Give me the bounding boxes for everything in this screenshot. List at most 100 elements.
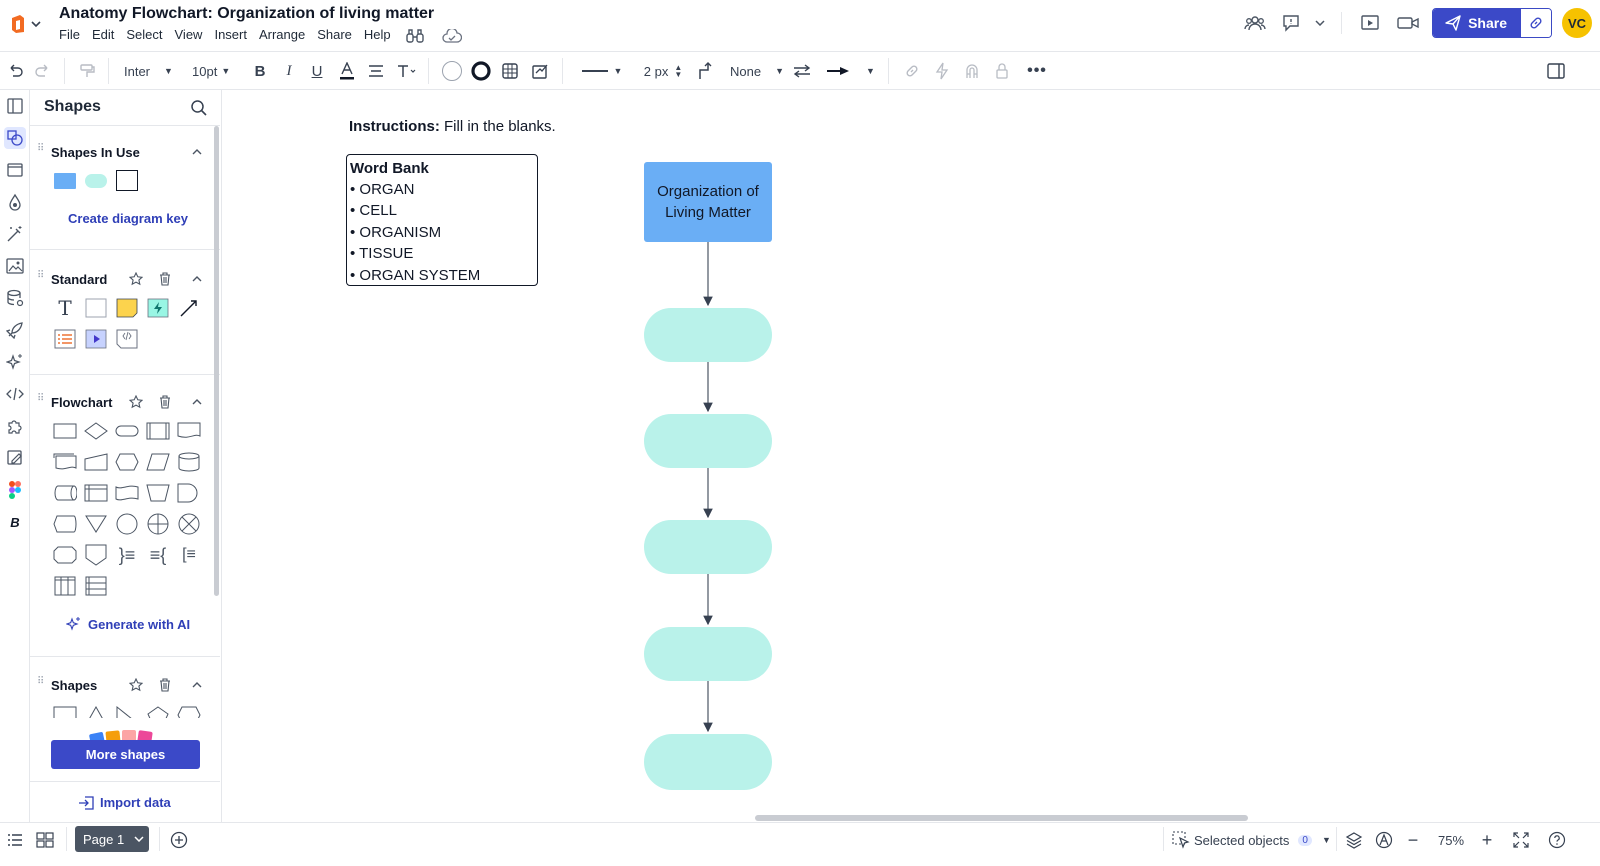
shape-white-rect[interactable] (116, 170, 138, 191)
rectangle-shape-icon[interactable] (83, 296, 109, 320)
generate-with-ai-button[interactable]: Generate with AI (66, 616, 190, 632)
brand-b-icon[interactable]: B (10, 514, 20, 530)
manual-input-shape-icon[interactable] (83, 450, 109, 474)
bold-icon[interactable]: B (254, 62, 266, 80)
menu-help[interactable]: Help (363, 27, 391, 42)
action-icon[interactable] (932, 59, 952, 83)
root-process-box[interactable]: Organization of Living Matter (644, 162, 772, 242)
connector-shape-icon[interactable] (114, 512, 140, 536)
selected-objects-control[interactable]: Selected objects 0 ▼ (1172, 829, 1332, 851)
data-shape-icon[interactable] (145, 450, 171, 474)
line-style-select[interactable]: ▼ (580, 59, 624, 83)
shape-blue-rect[interactable] (54, 173, 76, 189)
or-shape-icon[interactable] (145, 512, 171, 536)
star-icon[interactable] (128, 677, 144, 693)
accessibility-icon[interactable] (1373, 829, 1395, 851)
share-button[interactable]: Share (1433, 9, 1521, 37)
shape-teal-pill[interactable] (85, 174, 107, 188)
rocket-icon[interactable] (4, 319, 26, 341)
drag-handle-icon[interactable]: ⠿ (37, 143, 45, 154)
star-icon[interactable] (128, 271, 144, 287)
blank-terminator-1[interactable] (644, 308, 772, 362)
help-icon[interactable] (1546, 829, 1568, 851)
text-shape-icon[interactable]: T (58, 296, 72, 320)
zoom-level[interactable]: 75% (1437, 832, 1465, 848)
internal-storage-shape-icon[interactable] (83, 481, 109, 505)
line-end-select[interactable]: ▼ (826, 59, 876, 83)
summing-junction-shape-icon[interactable] (176, 512, 202, 536)
menu-arrange[interactable]: Arrange (258, 27, 306, 42)
swimlane-horizontal-icon[interactable] (83, 574, 109, 598)
lock-icon[interactable] (992, 59, 1012, 83)
underline-icon[interactable]: U (311, 62, 323, 80)
blank-terminator-5[interactable] (644, 734, 772, 790)
copy-link-button[interactable] (1521, 9, 1551, 37)
menu-edit[interactable]: Edit (91, 27, 115, 42)
chevron-up-icon[interactable] (189, 271, 205, 287)
more-shapes-button[interactable]: More shapes (51, 740, 200, 769)
swap-arrows-icon[interactable] (792, 59, 812, 83)
process-shape-icon[interactable] (52, 419, 78, 443)
chevron-up-icon[interactable] (189, 394, 205, 410)
section-flowchart[interactable]: ⠿ Flowchart (30, 393, 220, 413)
trash-icon[interactable] (157, 677, 173, 693)
database-icon[interactable] (4, 287, 26, 309)
menu-select[interactable]: Select (126, 27, 163, 42)
blank-terminator-2[interactable] (644, 414, 772, 468)
zoom-out-button[interactable]: − (1407, 829, 1419, 850)
subprocess-shape-icon[interactable] (145, 419, 171, 443)
document-shape-icon[interactable] (176, 419, 202, 443)
action-shape-icon[interactable] (145, 296, 171, 320)
word-bank-box[interactable]: Word Bank • ORGAN • CELL • ORGANISM • TI… (346, 154, 538, 286)
chevron-up-icon[interactable] (189, 677, 205, 693)
text-options-icon[interactable] (396, 59, 418, 83)
sticky-note-icon[interactable] (114, 296, 140, 320)
display-shape-icon[interactable] (52, 512, 78, 536)
drag-handle-icon[interactable]: ⠿ (37, 270, 45, 281)
right-panel-toggle-icon[interactable] (1546, 59, 1566, 83)
frame-icon[interactable] (4, 159, 26, 181)
ai-sparkle-icon[interactable] (4, 351, 26, 373)
chevron-up-icon[interactable] (189, 144, 205, 160)
import-data-button[interactable]: Import data (78, 795, 171, 810)
bracket-annotation-icon[interactable]: [≡ (182, 546, 196, 563)
drag-handle-icon[interactable]: ⠿ (37, 393, 45, 404)
video-call-icon[interactable] (1394, 9, 1422, 37)
menu-view[interactable]: View (174, 27, 203, 42)
panel-scrollbar[interactable] (214, 126, 219, 596)
instructions-text[interactable]: Instructions: Fill in the blanks. (349, 118, 556, 135)
layers-icon[interactable] (1343, 829, 1365, 851)
trash-icon[interactable] (157, 271, 173, 287)
loop-limit-shape-icon[interactable] (52, 543, 78, 567)
diagram-canvas[interactable]: Instructions: Fill in the blanks. Word B… (222, 90, 1600, 837)
chevron-down-icon[interactable] (134, 836, 144, 842)
magic-wand-icon[interactable] (4, 223, 26, 245)
puzzle-icon[interactable] (4, 415, 26, 437)
undo-icon[interactable] (4, 59, 26, 83)
multi-document-shape-icon[interactable] (52, 450, 78, 474)
zoom-in-button[interactable]: + (1481, 829, 1493, 850)
merge-shape-icon[interactable] (83, 512, 109, 536)
arrow-line-icon[interactable] (176, 296, 202, 320)
figma-icon[interactable] (4, 479, 26, 501)
redo-icon[interactable] (32, 59, 54, 83)
line-start-select[interactable]: None ▼ (730, 59, 784, 83)
align-center-icon[interactable] (366, 59, 386, 83)
image-icon[interactable] (4, 255, 26, 277)
section-shapes-in-use[interactable]: ⠿ Shapes In Use (30, 143, 220, 163)
create-diagram-key-button[interactable]: Create diagram key (68, 211, 188, 226)
preparation-shape-icon[interactable] (114, 450, 140, 474)
fill-color-icon[interactable] (440, 59, 464, 83)
line-width-stepper[interactable]: 2 px ▲▼ (642, 59, 684, 83)
search-icon[interactable] (189, 98, 209, 118)
database-shape-icon[interactable] (176, 450, 202, 474)
table-icon[interactable] (499, 59, 521, 83)
delay-shape-icon[interactable] (176, 481, 202, 505)
swimlane-vertical-icon[interactable] (52, 574, 78, 598)
section-shapes[interactable]: ⠿ Shapes (30, 676, 220, 696)
blank-terminator-3[interactable] (644, 520, 772, 574)
decision-shape-icon[interactable] (83, 419, 109, 443)
embed-shape-icon[interactable] (114, 327, 140, 351)
binoculars-icon[interactable] (405, 27, 425, 45)
manual-operation-shape-icon[interactable] (145, 481, 171, 505)
